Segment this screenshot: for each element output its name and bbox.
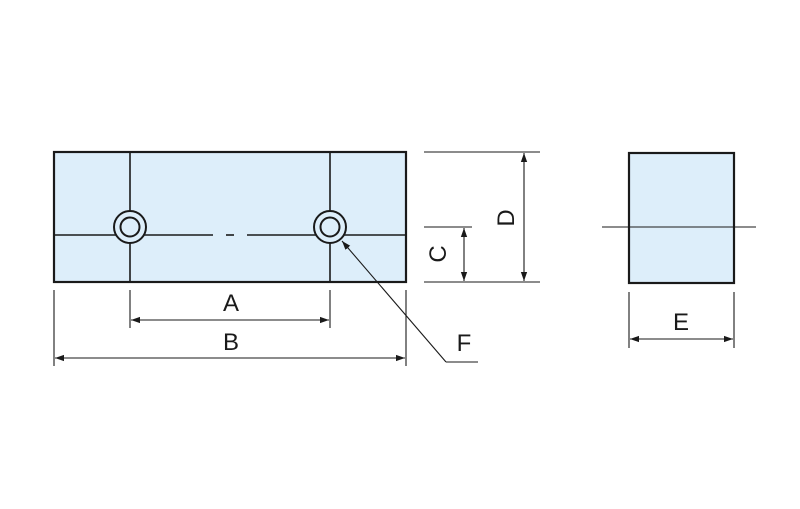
side-view-body <box>627 151 736 285</box>
leader-f-label: F <box>457 330 472 357</box>
dimension-d-label: D <box>493 209 520 226</box>
right-counterbore-inner <box>319 216 341 238</box>
front-view <box>52 150 408 284</box>
dimension-c-label: C <box>425 245 452 262</box>
left-counterbore-inner <box>119 216 141 238</box>
front-view-body <box>52 150 408 284</box>
leader-f-diagonal <box>341 240 447 363</box>
leader-f: F <box>341 240 478 363</box>
dimension-e-label: E <box>673 309 689 336</box>
dimension-e: E <box>628 292 735 348</box>
side-view <box>602 151 756 285</box>
dimension-d: D <box>424 151 540 281</box>
dimension-a-label: A <box>223 290 239 317</box>
dimension-b-label: B <box>223 329 239 356</box>
dimension-b: B <box>53 290 407 366</box>
dimension-a: A <box>129 290 331 328</box>
dimension-c: C <box>424 226 540 283</box>
